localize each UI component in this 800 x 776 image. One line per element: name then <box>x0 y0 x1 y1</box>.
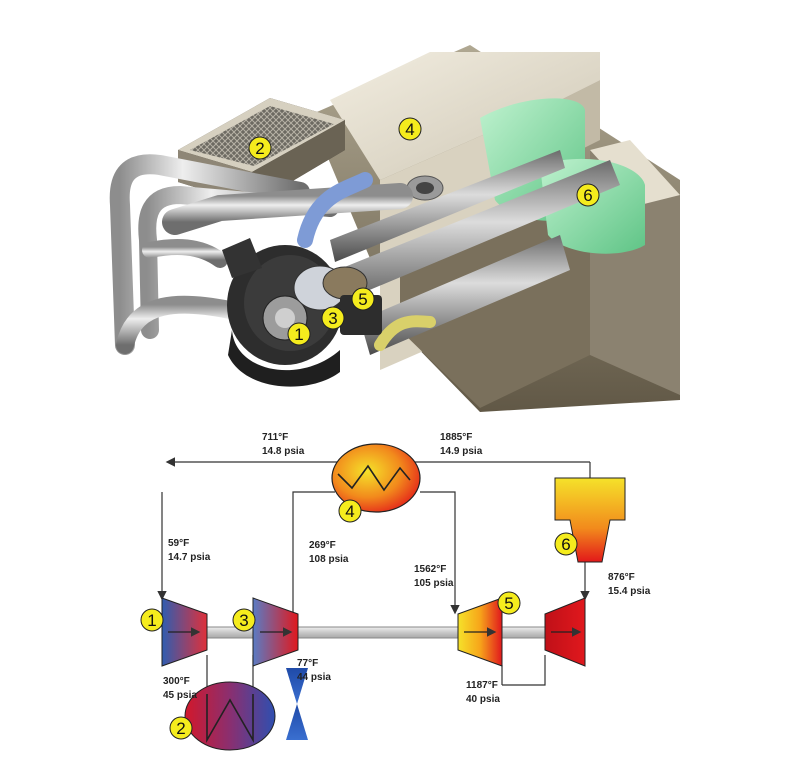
engine-render: 2 4 6 5 3 1 <box>96 8 689 414</box>
ducting <box>109 154 436 355</box>
state-exhaust-temp: 711°F <box>262 432 288 443</box>
schematic-marker-5: 5 <box>504 594 513 613</box>
state-turbine-out-press: 40 psia <box>466 694 500 705</box>
state-hpc-out-press: 108 psia <box>309 554 349 565</box>
render-marker-6: 6 <box>583 186 592 205</box>
schematic-marker-3: 3 <box>239 611 248 630</box>
schematic-marker-6: 6 <box>561 535 570 554</box>
compressor-turbine <box>457 597 503 667</box>
intercooler <box>184 681 276 751</box>
state-inlet-press: 14.7 psia <box>168 552 211 563</box>
compressor-cluster <box>222 238 382 387</box>
state-recup-hot-in-press: 14.9 psia <box>440 446 483 457</box>
render-marker-2: 2 <box>255 139 264 158</box>
state-power-turbine-in-press: 15.4 psia <box>608 586 651 597</box>
state-exhaust-press: 14.8 psia <box>262 446 305 457</box>
state-turbine-out-temp: 1187°F <box>466 680 498 691</box>
render-markers: 2 4 6 5 3 1 <box>248 117 600 346</box>
state-turbine-in-temp: 1562°F <box>414 564 446 575</box>
schematic-marker-2: 2 <box>176 719 185 738</box>
render-marker-5: 5 <box>358 290 367 309</box>
preheated-air-line <box>420 491 460 615</box>
state-lpc-out-press: 45 psia <box>163 690 197 701</box>
state-intercooler-out-temp: 77°F <box>297 658 318 669</box>
cycle-schematic: 4 6 1 3 5 2 711°F 14.8 psia 1885°F 14.9 … <box>140 432 651 751</box>
state-inlet-temp: 59°F <box>168 538 189 549</box>
state-power-turbine-in-temp: 876°F <box>608 572 635 583</box>
render-marker-1: 1 <box>294 325 303 344</box>
cooling-fan <box>286 668 308 740</box>
recuperator <box>331 443 421 513</box>
schematic-markers: 4 6 1 3 5 2 <box>140 499 578 740</box>
state-recup-hot-in-temp: 1885°F <box>440 432 472 443</box>
state-lpc-out-temp: 300°F <box>163 676 190 687</box>
render-marker-4: 4 <box>405 120 414 139</box>
state-labels: 711°F 14.8 psia 1885°F 14.9 psia 59°F 14… <box>163 432 651 705</box>
low-pressure-compressor <box>161 597 208 667</box>
state-intercooler-out-press: 44 psia <box>297 672 331 683</box>
state-hpc-out-temp: 269°F <box>309 540 336 551</box>
combustor <box>554 477 626 563</box>
schematic-marker-4: 4 <box>345 502 354 521</box>
state-turbine-in-press: 105 psia <box>414 578 454 589</box>
high-pressure-compressor <box>252 597 299 667</box>
hp-air-line <box>292 491 335 612</box>
schematic-marker-1: 1 <box>147 611 156 630</box>
render-marker-3: 3 <box>328 309 337 328</box>
power-turbine <box>544 597 586 667</box>
